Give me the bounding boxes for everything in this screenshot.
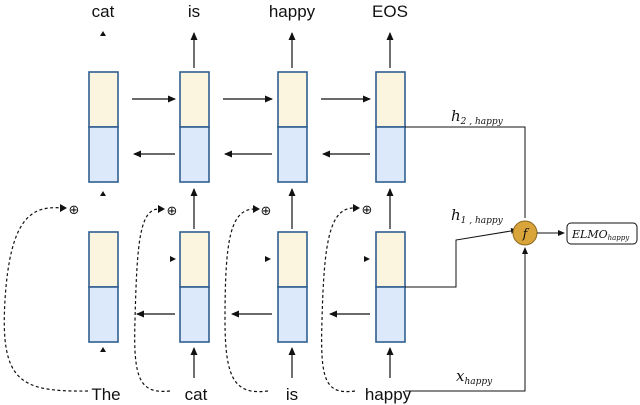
bottom-cell-2 <box>179 231 210 343</box>
skip-arrowhead-3 <box>253 205 260 213</box>
x-connector <box>405 247 528 392</box>
bottom-forward-marker-2 <box>265 256 271 262</box>
skip-connections <box>3 207 356 393</box>
between-marker-1 <box>100 191 106 196</box>
output-marker-1 <box>100 31 106 36</box>
top-layer <box>88 71 406 183</box>
input-marker-1 <box>100 347 106 352</box>
output-word-4: EOS <box>372 2 408 21</box>
skip-arrowhead-2 <box>158 205 165 213</box>
h2-label: h2 , happy <box>451 107 504 127</box>
concat-icon-3: ⊕ <box>261 204 272 219</box>
input-word-2: cat <box>185 385 208 404</box>
x-label: xhappy <box>456 367 493 387</box>
h1-connector <box>405 228 518 288</box>
input-word-1: The <box>91 385 120 404</box>
h2-connector <box>405 126 526 218</box>
elmo-label: ELMOhappy <box>571 228 630 242</box>
input-word-3: is <box>286 385 298 404</box>
bottom-forward-marker-1 <box>170 256 176 262</box>
top-cell-3 <box>277 71 308 183</box>
top-cell-2 <box>179 71 210 183</box>
concat-icon-2: ⊕ <box>167 204 178 219</box>
top-cell-4 <box>375 71 406 183</box>
skip-path-4 <box>321 207 356 393</box>
elmo-box <box>566 222 638 245</box>
input-word-4: happy <box>365 385 412 404</box>
h1-label: h1 , happy <box>451 206 504 226</box>
bottom-forward-marker-3 <box>364 256 370 262</box>
bottom-layer <box>88 231 406 343</box>
combiner-symbol: f <box>522 227 530 242</box>
skip-path-1 <box>3 207 89 392</box>
output-word-1: cat <box>92 2 115 21</box>
output-word-3: happy <box>269 2 316 21</box>
top-cell-1 <box>88 71 119 183</box>
skip-arrowhead-1 <box>60 204 67 212</box>
concat-icon-4: ⊕ <box>362 203 373 218</box>
bottom-cell-4 <box>375 231 406 343</box>
concat-icon-1: ⊕ <box>69 203 80 218</box>
bottom-cell-1 <box>88 231 119 343</box>
output-word-2: is <box>188 2 200 21</box>
skip-arrowhead-4 <box>353 204 360 212</box>
skip-path-3 <box>224 208 269 393</box>
skip-path-2 <box>134 208 171 392</box>
bottom-cell-3 <box>277 231 308 343</box>
